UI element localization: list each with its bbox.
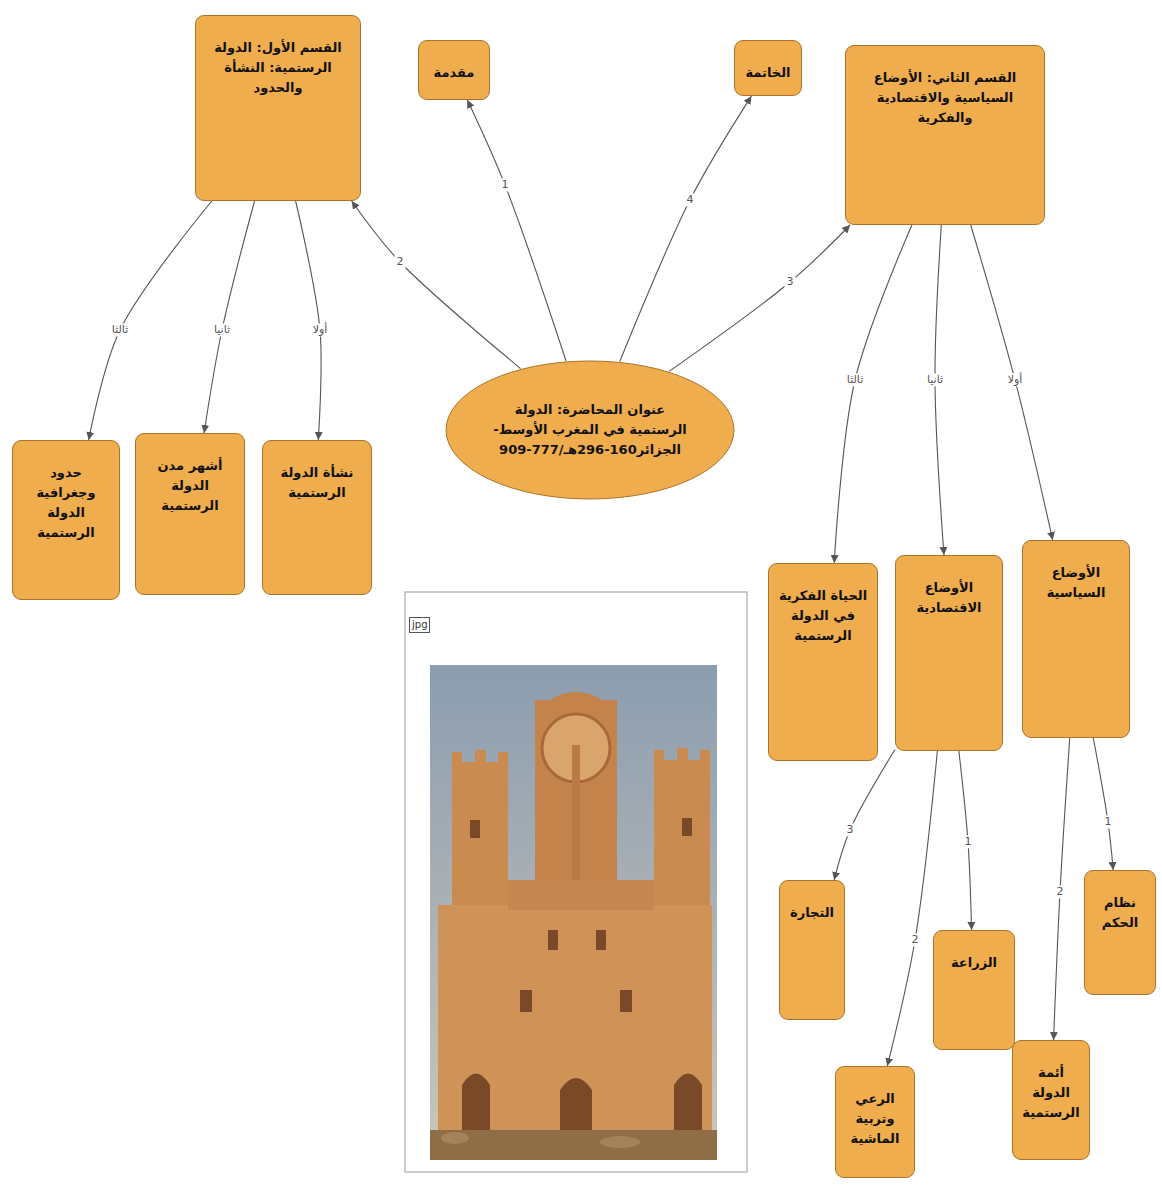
spire (572, 745, 580, 885)
subtopic-box: نظام الحكم (1084, 870, 1156, 995)
node-text: الزراعة (942, 953, 1006, 973)
ellipse-shape (446, 361, 734, 499)
node-text: القسم الثاني: الأوضاع السياسية والاقتصاد… (854, 68, 1036, 128)
node-text: نظام الحكم (1093, 893, 1147, 933)
connector-arrow (887, 751, 937, 1066)
edge-label: ثالثا (110, 323, 130, 336)
connector-arrow (834, 750, 895, 880)
image-frame (405, 592, 747, 1172)
connector-arrow (620, 96, 752, 361)
window (682, 818, 692, 836)
edge-label: ثالثا (845, 373, 865, 386)
connector-arrow (296, 201, 322, 440)
sky (430, 665, 717, 1160)
rock (441, 1132, 469, 1144)
connector-arrow (834, 225, 912, 563)
topic-box: الأوضاع السياسية (1022, 540, 1130, 738)
topic-box: أشهر مدن الدولة الرستمية (135, 433, 245, 595)
edge-label: 3 (845, 823, 856, 836)
edge-label: 1 (500, 178, 511, 191)
window (596, 930, 606, 950)
main-body (438, 905, 712, 1160)
edge-label: ثانيا (212, 323, 232, 336)
edge-label: 1 (963, 835, 974, 848)
edge-label: 2 (395, 255, 406, 268)
ground (430, 1130, 717, 1160)
topic-box: الحياة الفكرية في الدولة الرستمية (768, 563, 878, 761)
subtopic-box: الرعي وتربية الماشية (835, 1066, 915, 1178)
window (548, 930, 558, 950)
node-text: مقدمة (427, 63, 481, 83)
connector-arrow (204, 201, 254, 433)
node-text: أشهر مدن الدولة الرستمية (144, 456, 236, 516)
subtopic-box: أئمة الدولة الرستمية (1012, 1040, 1090, 1160)
connector-arrow (467, 100, 566, 361)
connector-arrow (352, 201, 521, 369)
node-text: أئمة الدولة الرستمية (1021, 1063, 1081, 1123)
node-text: التجارة (788, 903, 836, 923)
window (520, 990, 532, 1012)
subtopic-box: التجارة (779, 880, 845, 1020)
node-text: الأوضاع الاقتصادية (904, 578, 994, 618)
title-ellipse: عنوان المحاضرة: الدولة الرستمية في المغر… (445, 360, 735, 500)
edge-label: ثانيا (925, 373, 945, 386)
connector-arrow (1093, 738, 1113, 870)
connector-arrow (971, 225, 1053, 540)
left-battlement (452, 750, 508, 770)
edge-label: أولا (311, 323, 330, 336)
file-type-tag: jpg (409, 617, 430, 633)
edge-label: 4 (685, 193, 696, 206)
window (470, 820, 480, 838)
edge-label: 2 (1055, 885, 1066, 898)
rock (600, 1136, 640, 1148)
edge-label: 1 (1103, 815, 1114, 828)
connector-group (89, 96, 1113, 1066)
node-text: الأوضاع السياسية (1031, 563, 1121, 603)
connector-arrow (1054, 738, 1070, 1040)
subtopic-box: الزراعة (933, 930, 1015, 1050)
window (620, 990, 632, 1012)
terrace (508, 880, 654, 910)
node-text: الخاتمة (743, 63, 793, 83)
right-battlement (654, 748, 710, 768)
edge-label: 2 (910, 933, 921, 946)
connector-arrow (89, 201, 212, 440)
section-box: القسم الثاني: الأوضاع السياسية والاقتصاد… (845, 45, 1045, 225)
topic-box: حدود وجغرافية الدولة الرستمية (12, 440, 120, 600)
building-photo (430, 665, 717, 1160)
edge-label: 3 (785, 275, 796, 288)
node-text: القسم الأول: الدولة الرستمية: النشأة وال… (204, 38, 352, 98)
node-text: الحياة الفكرية في الدولة الرستمية (777, 586, 869, 646)
node-text: عنوان المحاضرة: الدولة الرستمية في المغر… (489, 400, 691, 460)
node-text: نشأة الدولة الرستمية (271, 463, 363, 503)
node-text: حدود وجغرافية الدولة الرستمية (21, 463, 111, 544)
topic-box: الأوضاع الاقتصادية (895, 555, 1003, 751)
connector-arrow (669, 225, 850, 371)
tower-crown (535, 692, 617, 712)
edge-label: أولا (1006, 373, 1025, 386)
topic-box: نشأة الدولة الرستمية (262, 440, 372, 595)
part-box: مقدمة (418, 40, 490, 100)
node-text: الرعي وتربية الماشية (844, 1089, 906, 1149)
section-box: القسم الأول: الدولة الرستمية: النشأة وال… (195, 15, 361, 201)
connector-arrow (935, 225, 944, 555)
part-box: الخاتمة (734, 40, 802, 96)
